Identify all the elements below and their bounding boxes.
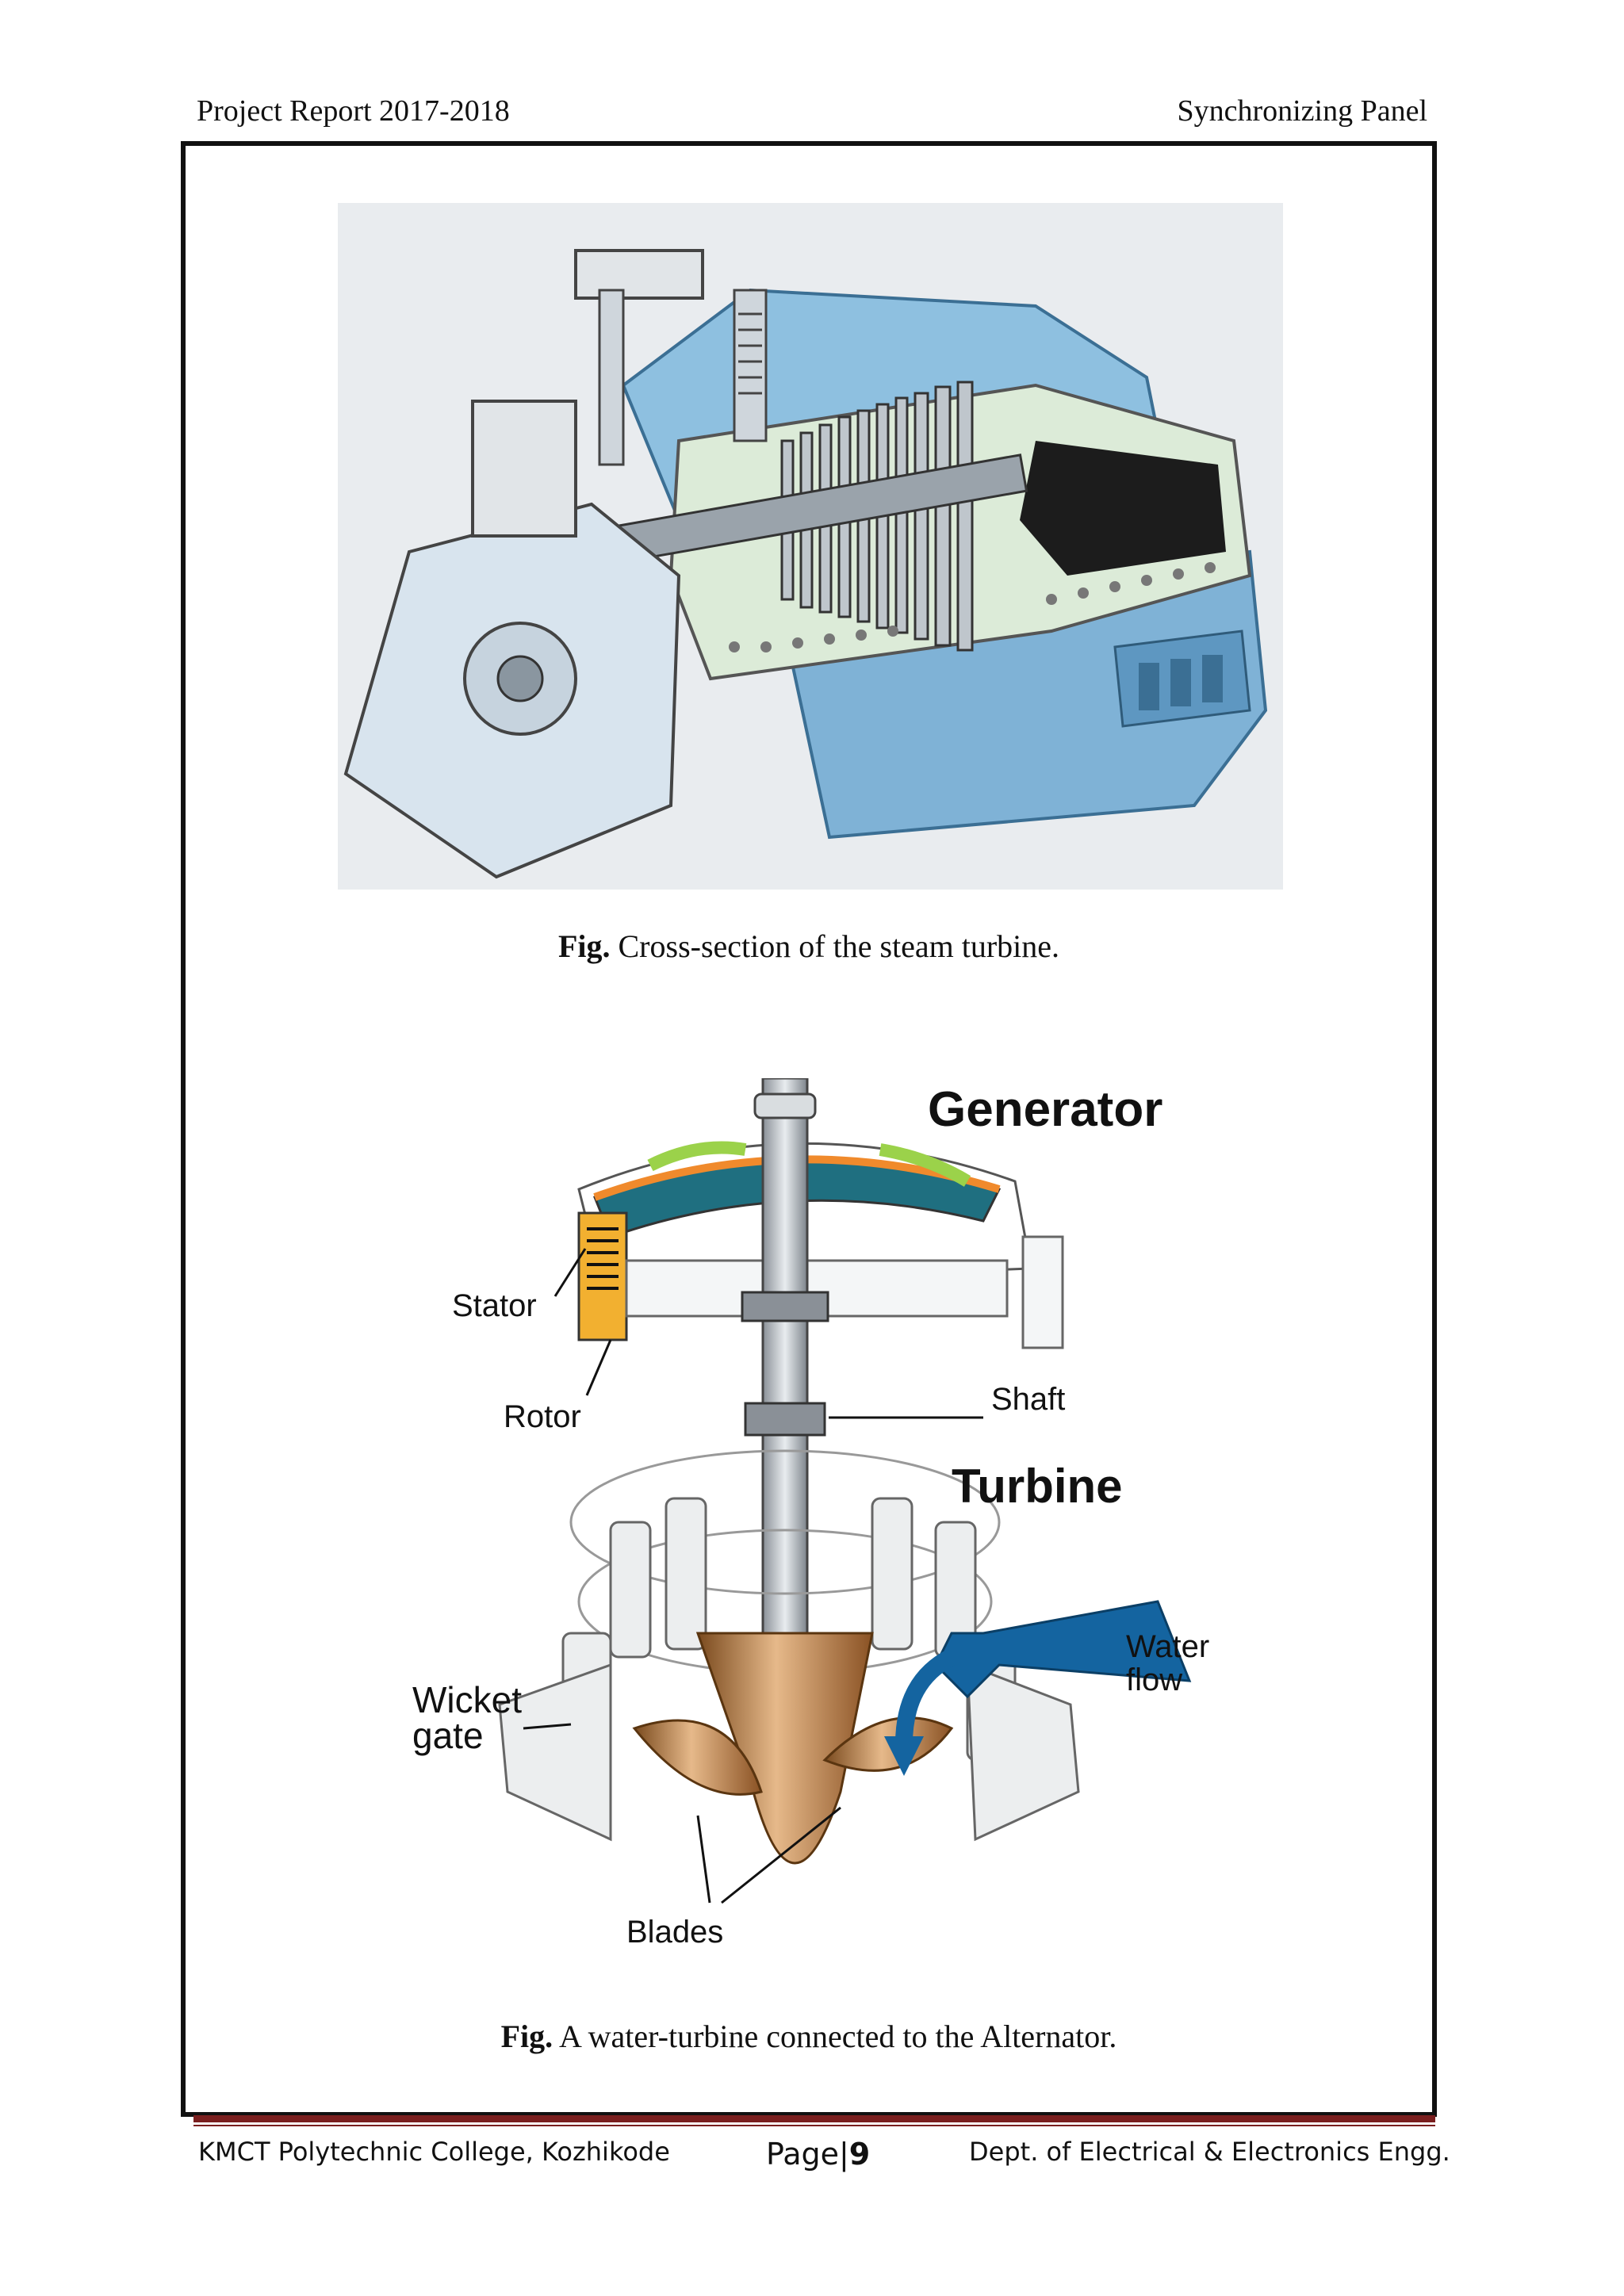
footer-college: KMCT Polytechnic College, Kozhikode — [198, 2137, 670, 2167]
label-turbine: Turbine — [952, 1460, 1123, 1513]
footer-rule-thick — [193, 2115, 1435, 2122]
label-water-flow-line1: Water — [1126, 1629, 1209, 1664]
label-wicket-gate-line1: Wicket — [412, 1679, 522, 1720]
label-generator: Generator — [928, 1082, 1162, 1137]
figure2-caption-label: Fig. — [500, 2019, 553, 2054]
figure2-caption-text: A water-turbine connected to the Alterna… — [553, 2019, 1117, 2054]
figure2-caption: Fig. A water-turbine connected to the Al… — [181, 2018, 1437, 2055]
footer-department: Dept. of Electrical & Electronics Engg. — [969, 2137, 1450, 2167]
header-right: Synchronizing Panel — [1177, 94, 1427, 128]
footer-page: Page|9 — [766, 2137, 870, 2172]
footer-rule-thin — [193, 2125, 1435, 2126]
label-shaft: Shaft — [991, 1382, 1065, 1417]
label-wicket-gate-line2: gate — [412, 1715, 484, 1756]
figure1-caption-text: Cross-section of the steam turbine. — [610, 928, 1060, 964]
steam-turbine-illustration — [338, 203, 1283, 890]
label-blades: Blades — [626, 1915, 723, 1950]
water-turbine-diagram: Generator Stator Rotor Shaft Turbine Wat… — [412, 1078, 1209, 1950]
figure1-caption-label: Fig. — [557, 928, 611, 964]
footer-page-number: 9 — [848, 2137, 871, 2172]
label-stator: Stator — [452, 1288, 537, 1323]
label-rotor: Rotor — [504, 1399, 581, 1434]
label-water-flow-line2: flow — [1126, 1663, 1182, 1697]
footer-page-prefix: Page| — [766, 2137, 849, 2172]
figure1-caption: Fig. Cross-section of the steam turbine. — [181, 928, 1437, 965]
header-left: Project Report 2017-2018 — [197, 94, 510, 128]
